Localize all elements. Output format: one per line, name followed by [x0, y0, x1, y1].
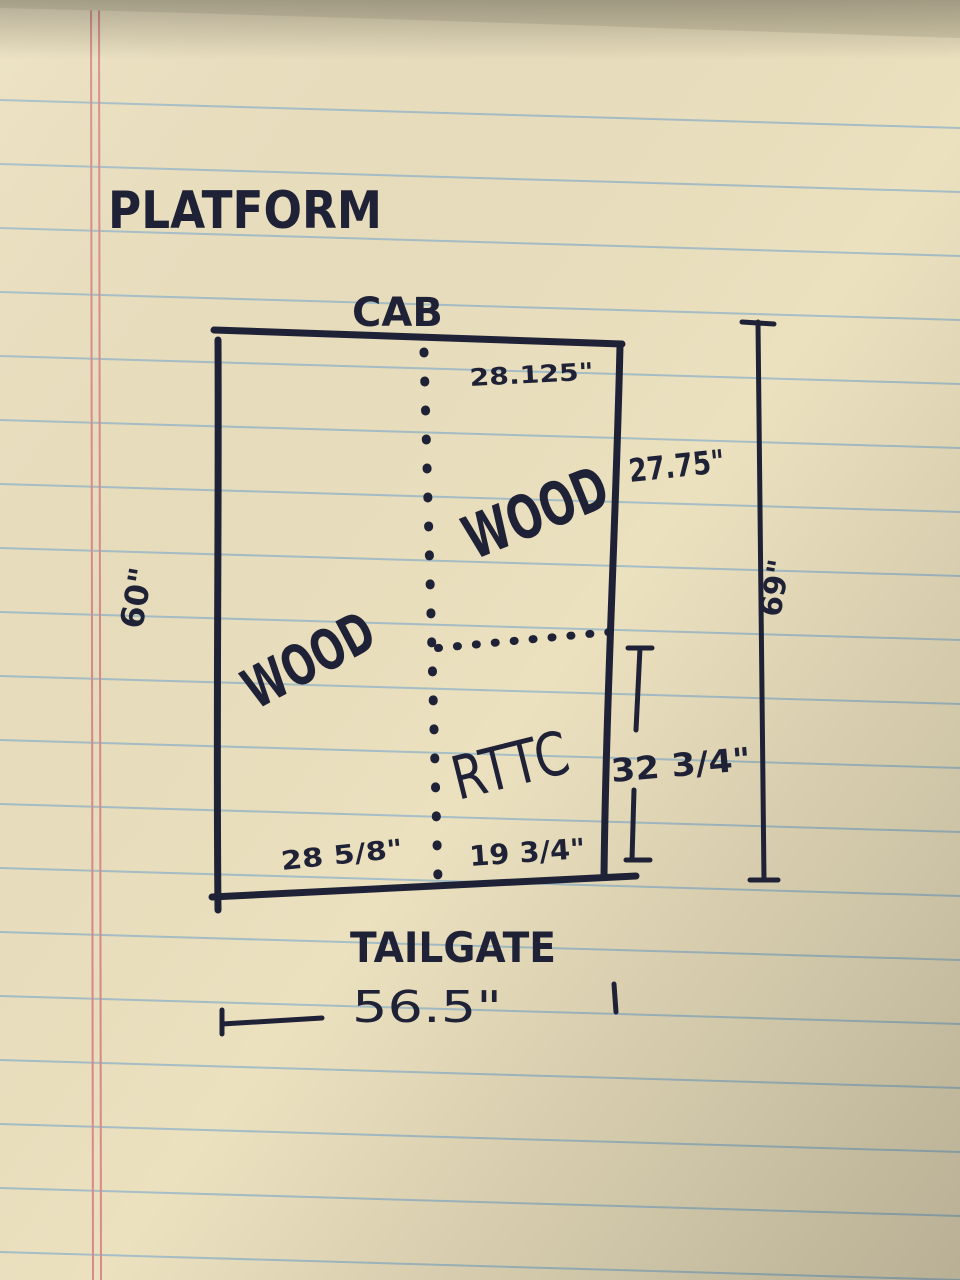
- section-dimension-line: [629, 787, 637, 863]
- left-edge-line: [213, 336, 222, 914]
- width-dimension-line: [219, 1015, 325, 1027]
- divider-dotted-line: [419, 347, 443, 885]
- right-edge-line: [600, 342, 624, 880]
- overall-width-label: 56.5": [352, 982, 502, 1033]
- top-right-width-label: 28.125": [469, 358, 594, 392]
- tailgate-edge-line: [208, 872, 640, 901]
- section-dimension-line: [633, 645, 643, 733]
- total-dimension-line: [755, 319, 767, 883]
- cab-label: CAB: [352, 290, 443, 336]
- width-dimension-tick: [611, 981, 619, 1015]
- tailgate-label: TAILGATE: [350, 923, 556, 972]
- total-dimension-tick: [739, 319, 777, 327]
- top-shadow: [0, 0, 960, 60]
- page-title: PLATFORM: [108, 181, 382, 241]
- bottom-right-width-label: 19 3/4": [468, 832, 586, 873]
- cab-edge-line: [210, 326, 626, 348]
